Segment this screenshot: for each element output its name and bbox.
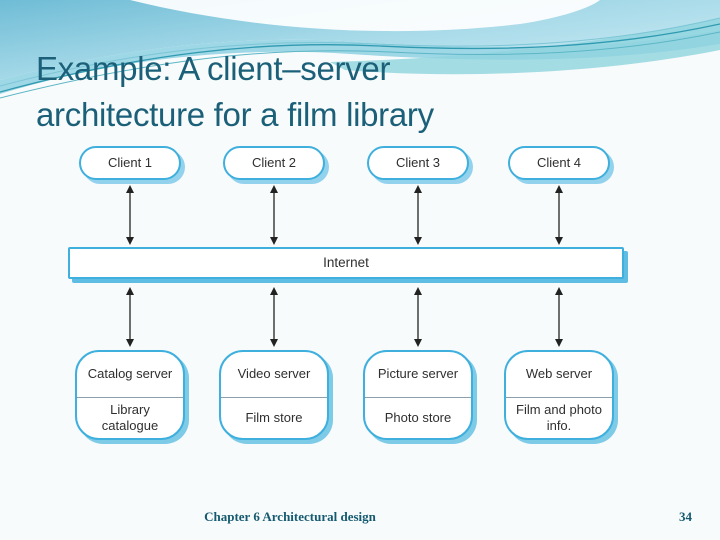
film-photo-info-label: Film and photo info. <box>516 401 602 433</box>
client-1-node: Client 1 <box>79 146 181 180</box>
arrow-client2-internet <box>270 185 278 245</box>
client-3-node: Client 3 <box>367 146 469 180</box>
header-swoosh-graphic <box>0 0 720 99</box>
web-server-node: Web server Film and photo info. <box>504 350 614 440</box>
internet-label: Internet <box>323 254 369 270</box>
photo-store-label: Photo store <box>384 409 452 425</box>
web-server-label: Web server <box>506 352 612 398</box>
client-3-label: Client 3 <box>395 154 441 170</box>
client-4-node: Client 4 <box>508 146 610 180</box>
arrow-client3-internet <box>414 185 422 245</box>
client-1-label: Client 1 <box>107 154 153 170</box>
client-2-label: Client 2 <box>251 154 297 170</box>
footer-chapter-label: Chapter 6 Architectural design <box>204 509 376 524</box>
client-2-node: Client 2 <box>223 146 325 180</box>
arrow-client1-internet <box>126 185 134 245</box>
video-server-label: Video server <box>221 352 327 398</box>
client-4-label: Client 4 <box>536 154 582 170</box>
arrow-internet-server4 <box>555 287 563 347</box>
film-store-label: Film store <box>245 409 303 425</box>
arrow-internet-server2 <box>270 287 278 347</box>
video-server-node: Video server Film store <box>219 350 329 440</box>
picture-server-label: Picture server <box>365 352 471 398</box>
slide-title: Example: A client–server architecture fo… <box>36 46 434 138</box>
picture-server-node: Picture server Photo store <box>363 350 473 440</box>
internet-node: Internet <box>68 247 624 279</box>
slide-title-line1: Example: A client–server <box>36 50 391 87</box>
catalog-server-node: Catalog server Library catalogue <box>75 350 185 440</box>
catalog-server-label: Catalog server <box>77 352 183 398</box>
slide-title-line2: architecture for a film library <box>36 96 434 133</box>
arrow-client4-internet <box>555 185 563 245</box>
arrow-internet-server3 <box>414 287 422 347</box>
arrow-internet-server1 <box>126 287 134 347</box>
library-catalogue-label: Library catalogue <box>101 401 159 433</box>
page-number: 34 <box>679 509 692 524</box>
